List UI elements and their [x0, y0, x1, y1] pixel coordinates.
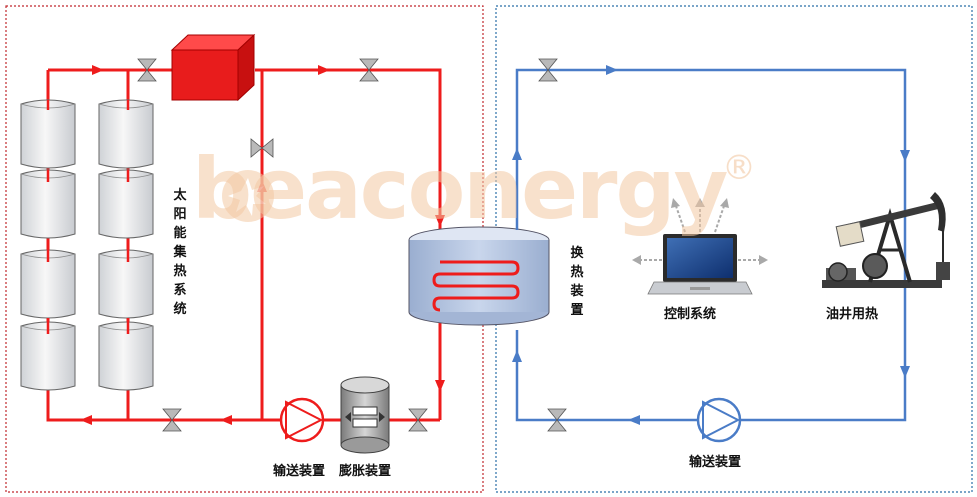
collector-pipes — [46, 100, 130, 402]
heat-exchanger-icon — [408, 226, 550, 326]
label-solar-system: 太阳能集热系统 — [173, 188, 187, 317]
laptop-icon[interactable] — [647, 234, 753, 295]
pump-icon[interactable] — [279, 397, 325, 443]
control-signal-arrowheads — [632, 198, 768, 265]
pump-icon[interactable] — [696, 397, 742, 443]
control-signal-arrows — [640, 205, 760, 261]
header-tank-icon — [170, 33, 256, 102]
expansion-tank-icon — [340, 376, 390, 454]
cold-loop-arrows — [512, 65, 910, 425]
cold-loop-piping — [515, 68, 907, 422]
label-heat-exchanger: 换热装置 — [570, 246, 584, 318]
solar-collector-icon — [20, 99, 154, 391]
label-pump-left: 输送装置 — [273, 464, 326, 479]
label-oil-well: 油井用热 — [826, 307, 879, 322]
watermark-sun-icon — [222, 170, 274, 222]
oil-pumpjack-icon — [822, 192, 950, 288]
label-expansion: 膨胀装置 — [339, 464, 392, 479]
label-pump-right: 输送装置 — [689, 455, 742, 470]
label-control-system: 控制系统 — [664, 307, 717, 322]
